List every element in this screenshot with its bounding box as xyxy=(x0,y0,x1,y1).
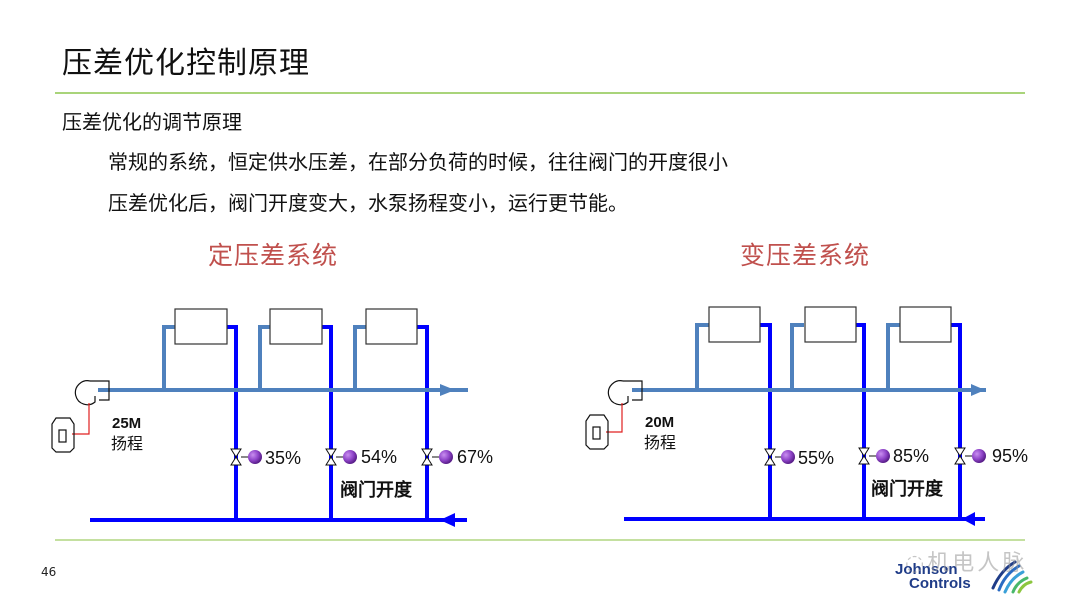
control-valve xyxy=(421,448,453,466)
pump-icon xyxy=(607,380,643,406)
logo-text-line2: Controls xyxy=(909,575,971,592)
valve-opening-value: 54% xyxy=(361,447,397,467)
control-valve xyxy=(954,447,986,465)
control-valve xyxy=(230,448,262,466)
pump-head-value: 20M xyxy=(645,414,674,431)
footer-divider xyxy=(55,539,1025,541)
logo-mark-icon xyxy=(991,560,1033,594)
diagram-constant-pressure: 25M 扬程 35% 54% 67% 阀门开度 xyxy=(51,308,493,527)
title-divider xyxy=(55,92,1025,94)
wechat-icon: ◌ xyxy=(905,551,928,576)
watermark-text: 机电人脉 xyxy=(927,551,1028,576)
valve-opening-value: 35% xyxy=(265,448,301,468)
controller-icon xyxy=(51,417,75,453)
bullet-text: 压差优化后，阀门开度变大，水泵扬程变小，运行更节能。 xyxy=(108,191,628,215)
controller-icon xyxy=(585,414,609,450)
pump-head-label: 扬程 xyxy=(111,434,143,453)
valve-opening-label: 阀门开度 xyxy=(871,478,944,500)
supply-flow-arrow xyxy=(440,384,455,396)
constant-pressure-system-title: 定压差系统 xyxy=(208,241,339,270)
diagram-variable-pressure: 20M 扬程 55% 85% 95% 阀门开度 xyxy=(585,306,1028,526)
supply-risers xyxy=(162,325,367,390)
valve-actuator-icon xyxy=(781,450,795,464)
valve-opening-value: 55% xyxy=(798,448,834,468)
valve-opening-label: 阀门开度 xyxy=(340,479,413,501)
return-flow-arrow xyxy=(440,513,455,527)
valve-actuator-icon xyxy=(343,450,357,464)
control-valve xyxy=(764,448,795,466)
pump-icon xyxy=(74,380,110,406)
valve-actuator-icon xyxy=(972,449,986,463)
control-valve xyxy=(858,447,890,465)
control-valve xyxy=(325,448,357,466)
valve-actuator-icon xyxy=(439,450,453,464)
watermark: ◌机电人脉 xyxy=(905,545,1027,577)
valve-actuator-icon xyxy=(876,449,890,463)
supply-flow-arrow xyxy=(971,384,985,396)
valve-opening-value: 85% xyxy=(893,446,929,466)
terminal-units xyxy=(174,308,418,345)
return-flow-arrow xyxy=(962,512,975,526)
control-wire xyxy=(606,403,623,433)
terminal-units xyxy=(708,306,952,343)
supply-risers xyxy=(695,323,900,390)
page-title: 压差优化控制原理 xyxy=(62,46,310,81)
company-logo: Johnson Controls xyxy=(895,561,985,592)
page-number: 46 xyxy=(41,565,57,579)
control-wire xyxy=(72,403,90,435)
valve-actuator-icon xyxy=(248,450,262,464)
pump-head-value: 25M xyxy=(112,415,141,432)
subheading: 压差优化的调节原理 xyxy=(62,110,242,134)
pump-head-label: 扬程 xyxy=(644,433,676,452)
variable-pressure-system-title: 变压差系统 xyxy=(740,241,871,270)
valve-opening-value: 95% xyxy=(992,446,1028,466)
bullet-text: 常规的系统，恒定供水压差，在部分负荷的时候，往往阀门的开度很小 xyxy=(108,150,728,174)
logo-text-line1: Johnson xyxy=(895,561,958,578)
valve-opening-value: 67% xyxy=(457,447,493,467)
